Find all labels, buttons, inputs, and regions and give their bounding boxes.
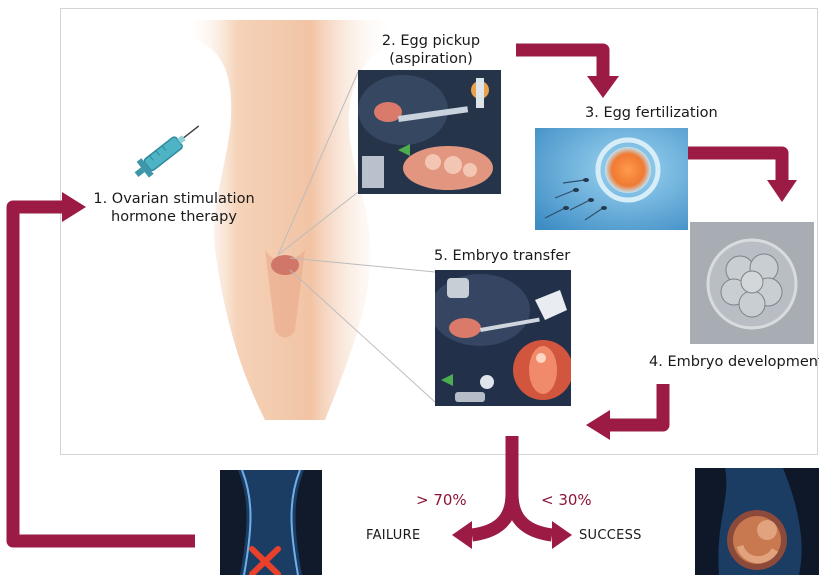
step-1-subtitle: hormone therapy [82, 208, 266, 226]
step-5-label: 5. Embryo transfer [434, 247, 570, 265]
arrow-pickup-to-fertilization [516, 50, 603, 76]
arrow-development-to-transfer [610, 384, 663, 425]
arrow-to-failure [472, 436, 512, 535]
step-1-title: 1. Ovarian stimulation [82, 190, 266, 208]
success-label: SUCCESS [579, 528, 642, 543]
arrow-fertilization-to-development [688, 153, 782, 180]
failure-label: FAILURE [366, 528, 420, 543]
step-2-subtitle: (aspiration) [368, 50, 494, 68]
step-1-label: 1. Ovarian stimulation hormone therapy [82, 190, 266, 226]
failure-percent: > 70% [416, 491, 467, 509]
success-percent: < 30% [541, 491, 592, 509]
arrow-failure-to-stimulation [13, 207, 195, 541]
step-2-label: 2. Egg pickup (aspiration) [368, 32, 494, 68]
step-3-label: 3. Egg fertilization [585, 104, 718, 122]
step-4-label: 4. Embryo development [649, 353, 819, 371]
step-2-title: 2. Egg pickup [368, 32, 494, 50]
